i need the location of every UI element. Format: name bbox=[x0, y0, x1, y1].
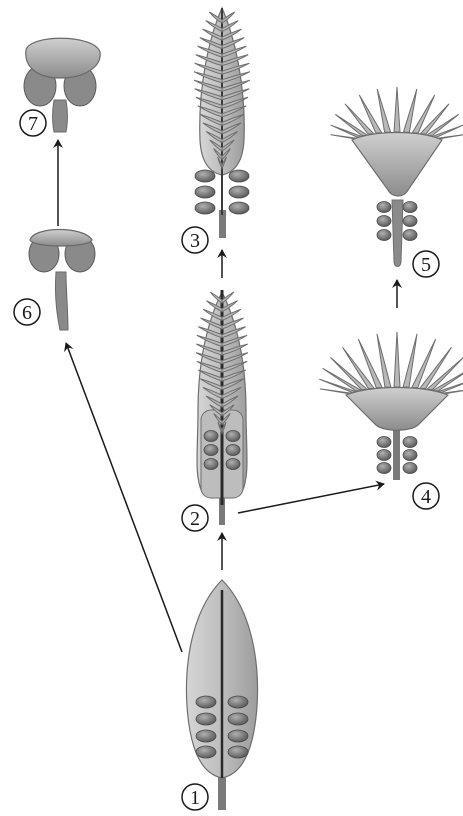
svg-text:5: 5 bbox=[421, 254, 431, 276]
stage-4-fringed-cupule bbox=[319, 332, 463, 480]
svg-text:4: 4 bbox=[421, 486, 431, 508]
label-5: 5 bbox=[413, 251, 439, 277]
label-7: 7 bbox=[20, 110, 46, 136]
svg-text:1: 1 bbox=[190, 787, 200, 809]
svg-text:2: 2 bbox=[190, 508, 200, 530]
arrow-2-to-4 bbox=[238, 484, 384, 513]
svg-text:7: 7 bbox=[28, 113, 38, 135]
stage-3-pinnate-leaf bbox=[194, 8, 250, 238]
label-2: 2 bbox=[182, 505, 208, 531]
stage-2-pinnate-leaf bbox=[196, 290, 248, 525]
svg-text:6: 6 bbox=[22, 302, 32, 324]
label-3: 3 bbox=[182, 227, 208, 253]
fringe-spike bbox=[403, 334, 417, 387]
fringe-spike bbox=[403, 89, 416, 132]
fringe-spike bbox=[394, 87, 400, 132]
fringe-spike bbox=[377, 334, 391, 387]
label-6: 6 bbox=[14, 299, 40, 325]
stage-5-reduced-cupule bbox=[331, 87, 463, 267]
svg-text:3: 3 bbox=[190, 230, 200, 252]
arrow-1-to-6 bbox=[66, 343, 182, 652]
label-4: 4 bbox=[413, 483, 439, 509]
stage-1-leaf bbox=[186, 580, 257, 810]
fringe-spike bbox=[394, 332, 400, 387]
fringe-spike bbox=[377, 89, 390, 132]
label-1: 1 bbox=[182, 784, 208, 810]
